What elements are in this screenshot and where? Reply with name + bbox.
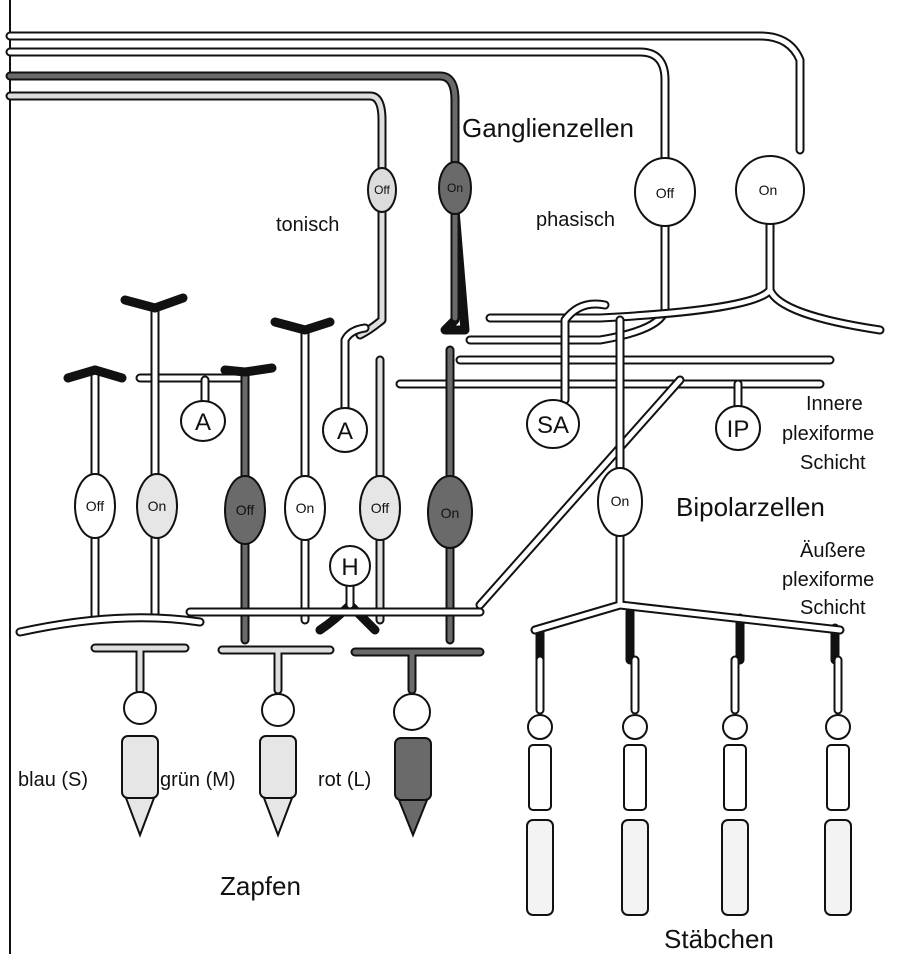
label-gruen: grün (M) bbox=[160, 769, 236, 791]
horizontal-label: H bbox=[341, 554, 358, 581]
ganglion-cells bbox=[360, 156, 880, 340]
ganglion-phasic-on-label: On bbox=[759, 182, 778, 198]
bipolar-green-on-label: On bbox=[296, 500, 315, 516]
rod-2 bbox=[622, 660, 648, 915]
label-inner-plexiform-3: Schicht bbox=[800, 452, 866, 474]
rod-3 bbox=[722, 660, 748, 915]
label-rot: rot (L) bbox=[318, 769, 371, 791]
label-zapfen: Zapfen bbox=[220, 871, 301, 901]
label-tonisch: tonisch bbox=[276, 214, 339, 236]
rods bbox=[527, 660, 851, 915]
cone-bipolar-cells bbox=[68, 298, 472, 640]
label-blau: blau (S) bbox=[18, 769, 88, 791]
ganglion-tonic-on-label: On bbox=[447, 181, 463, 195]
label-outer-plexiform-1: Äußere bbox=[800, 540, 866, 562]
label-staebchen: Stäbchen bbox=[664, 924, 774, 954]
label-inner-plexiform-1: Innere bbox=[806, 393, 863, 415]
rod-4 bbox=[825, 660, 851, 915]
amacrine-2-label: A bbox=[337, 418, 353, 445]
bipolar-green-off-label: Off bbox=[236, 502, 255, 518]
bipolar-blue-off-label: Off bbox=[86, 498, 105, 514]
label-ganglienzellen: Ganglienzellen bbox=[462, 113, 634, 143]
outer-plexiform-fibers bbox=[20, 612, 480, 632]
cone-blue-body bbox=[122, 736, 158, 798]
label-outer-plexiform-2: plexiforme bbox=[782, 569, 874, 591]
bipolar-blue-on-label: On bbox=[148, 498, 167, 514]
rod-1 bbox=[527, 660, 553, 915]
interplexiform-label: IP bbox=[727, 416, 750, 443]
bipolar-red-on-label: On bbox=[441, 505, 460, 521]
label-outer-plexiform-3: Schicht bbox=[800, 597, 866, 619]
rod-bipolar-label: On bbox=[611, 493, 630, 509]
bipolar-red-off-label: Off bbox=[371, 500, 390, 516]
amacrine-sa-label: SA bbox=[537, 412, 569, 439]
cone-red-body bbox=[395, 738, 431, 800]
ganglion-axons bbox=[10, 36, 800, 175]
label-inner-plexiform-2: plexiforme bbox=[782, 423, 874, 445]
ganglion-tonic-off-label: Off bbox=[374, 183, 390, 197]
ganglion-phasic-off-label: Off bbox=[656, 185, 675, 201]
cone-green-body bbox=[260, 736, 296, 798]
cones bbox=[95, 648, 480, 835]
amacrine-1-label: A bbox=[195, 409, 211, 436]
label-phasisch: phasisch bbox=[536, 209, 615, 231]
label-bipolarzellen: Bipolarzellen bbox=[676, 492, 825, 522]
